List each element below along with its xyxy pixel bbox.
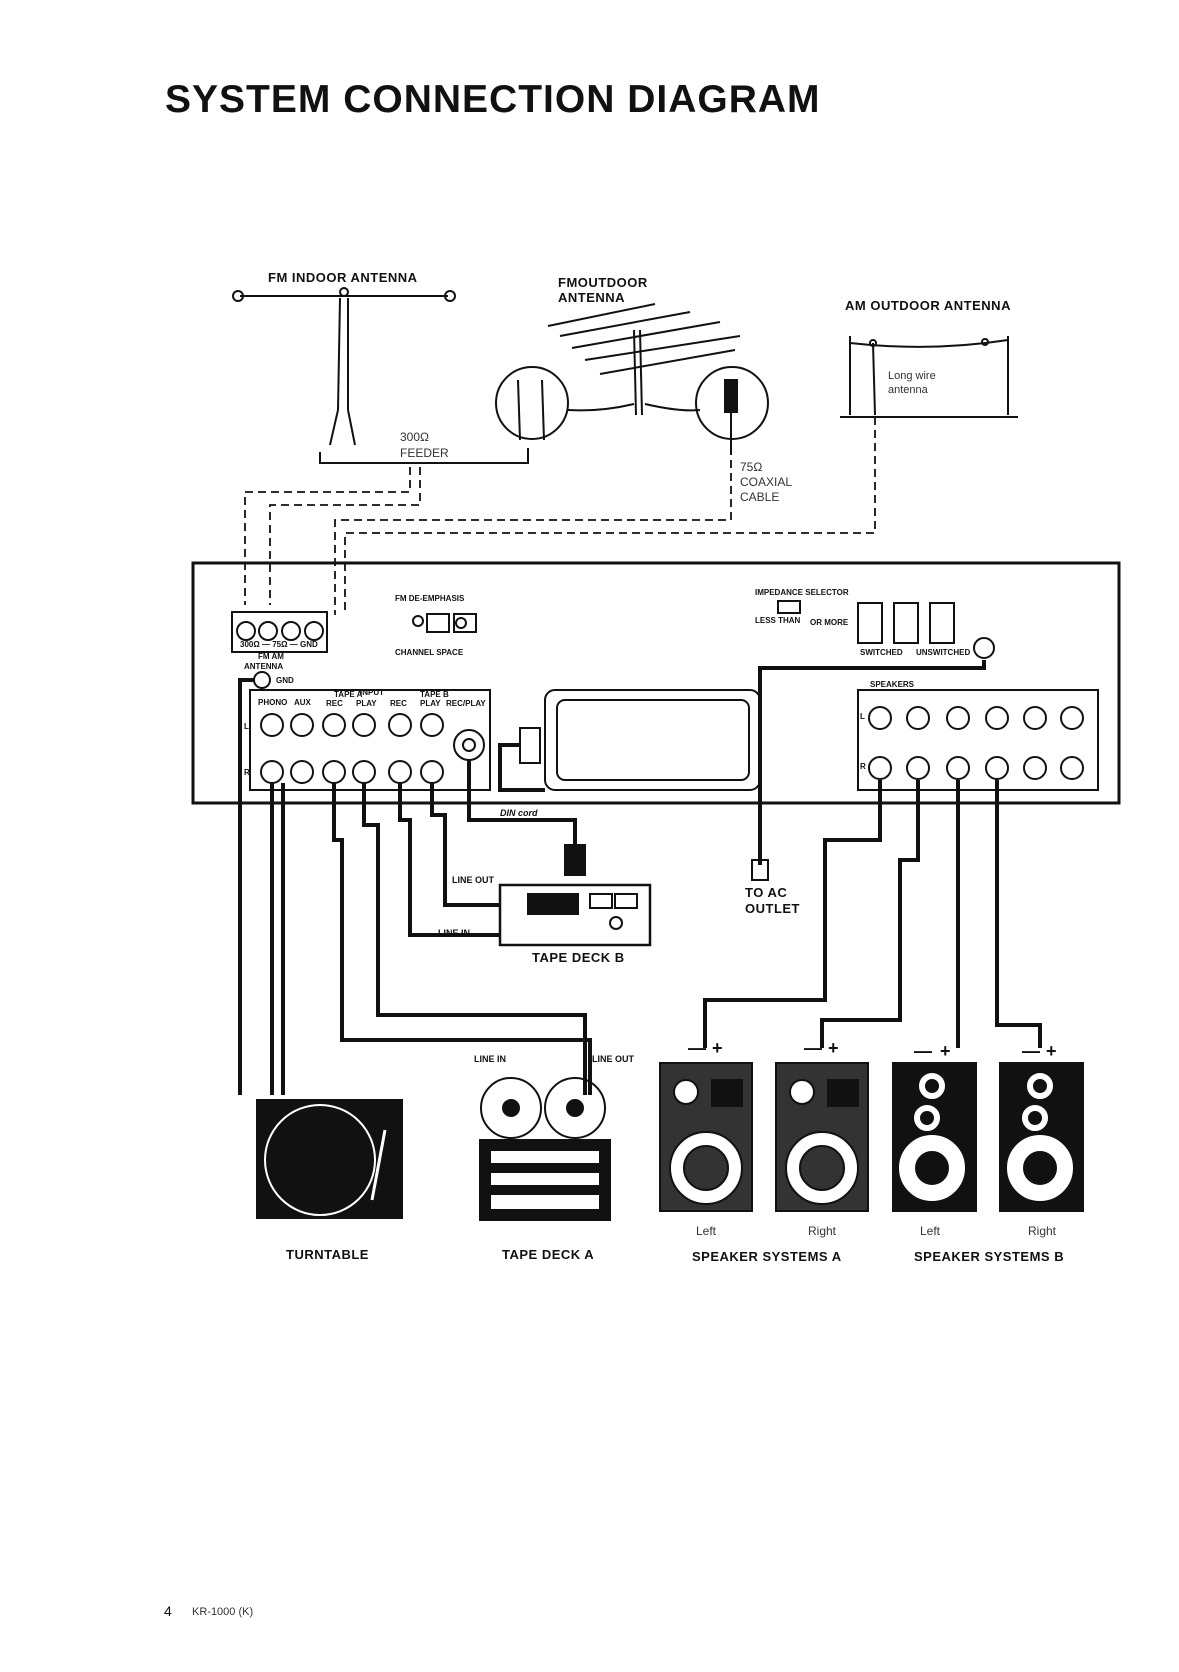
turntable-label: TURNTABLE bbox=[286, 1247, 369, 1262]
tape-deck-b bbox=[498, 883, 652, 947]
speaker-a-right-minus: — bbox=[804, 1038, 823, 1058]
coax-label-3: CABLE bbox=[740, 490, 780, 504]
fm-outdoor-antenna bbox=[495, 303, 769, 455]
tape-deck-b-label: TAPE DECK B bbox=[532, 950, 625, 965]
rec-label-a: REC bbox=[326, 699, 343, 708]
input-r-label: R bbox=[244, 768, 250, 777]
long-wire-label-1: Long wire bbox=[888, 370, 936, 382]
phono-label: PHONO bbox=[258, 698, 288, 707]
speaker-b-right-minus: — bbox=[1022, 1041, 1041, 1061]
tape-b-label: TAPE B bbox=[420, 690, 449, 699]
switched-label: SWITCHED bbox=[860, 648, 903, 657]
unswitched-label: UNSWITCHED bbox=[916, 648, 971, 657]
line-in-a-label: LINE IN bbox=[474, 1054, 507, 1064]
fm-deemphasis-label: FM DE-EMPHASIS bbox=[395, 594, 465, 603]
input-jacks bbox=[260, 713, 485, 784]
speaker-a-right-plus: + bbox=[828, 1038, 840, 1058]
turntable bbox=[256, 1099, 403, 1219]
less-than-label: LESS THAN bbox=[755, 616, 801, 625]
aux-label: AUX bbox=[294, 698, 311, 707]
speaker-b-left-label: Left bbox=[920, 1224, 941, 1238]
tape-a-label: TAPE A bbox=[334, 690, 363, 699]
speaker-r-label: R bbox=[860, 762, 866, 771]
audio-cables bbox=[238, 660, 1042, 1095]
input-label: INPUT bbox=[360, 688, 384, 697]
speaker-b-right-plus: + bbox=[1046, 1041, 1058, 1061]
speaker-b-right-label: Right bbox=[1028, 1224, 1057, 1238]
page-number: 4 bbox=[164, 1603, 172, 1619]
model-number: KR-1000 (K) bbox=[192, 1606, 254, 1618]
fm-indoor-antenna bbox=[232, 287, 529, 464]
coax-label-1: 75Ω bbox=[740, 460, 763, 474]
page-title: SYSTEM CONNECTION DIAGRAM bbox=[165, 78, 821, 121]
speaker-a-right-label: Right bbox=[808, 1224, 837, 1238]
antenna-terminals-label: 300Ω — 75Ω — GND bbox=[240, 640, 318, 649]
play-label-a: PLAY bbox=[356, 699, 377, 708]
ac-outlet-label-1: TO AC bbox=[745, 885, 788, 900]
speaker-b-left-minus: — bbox=[914, 1041, 933, 1061]
din-cord-label: DIN cord bbox=[500, 808, 538, 818]
am-outdoor-antenna bbox=[840, 336, 1018, 418]
tape-deck-a bbox=[479, 1077, 611, 1221]
fm-indoor-antenna-label: FM INDOOR ANTENNA bbox=[268, 270, 418, 285]
rec-label-b: REC bbox=[390, 699, 407, 708]
speaker-systems-a bbox=[659, 1062, 869, 1212]
feeder-label-2: FEEDER bbox=[400, 446, 449, 460]
line-out-a-label: LINE OUT bbox=[592, 1054, 634, 1064]
speaker-terminals bbox=[868, 706, 1084, 780]
speaker-systems-b-label: SPEAKER SYSTEMS B bbox=[914, 1249, 1065, 1264]
speaker-a-left-plus: + bbox=[712, 1038, 724, 1058]
speaker-a-left-minus: — bbox=[688, 1038, 707, 1058]
speaker-systems-b bbox=[892, 1062, 1084, 1212]
speaker-a-left-label: Left bbox=[696, 1224, 717, 1238]
receiver-rear-panel bbox=[191, 561, 1121, 805]
gnd-label: GND bbox=[276, 676, 294, 685]
speakers-label: SPEAKERS bbox=[870, 680, 915, 689]
speaker-b-left-plus: + bbox=[940, 1041, 952, 1061]
speaker-systems-a-label: SPEAKER SYSTEMS A bbox=[692, 1249, 842, 1264]
play-label-b: PLAY bbox=[420, 699, 441, 708]
ac-outlet-label-2: OUTLET bbox=[745, 901, 800, 916]
fm-am-label: FM AM bbox=[258, 652, 284, 661]
line-out-b-label: LINE OUT bbox=[452, 875, 494, 885]
fm-outdoor-antenna-label-1: FMOUTDOOR bbox=[558, 275, 648, 290]
antenna-leads bbox=[244, 417, 876, 615]
am-outdoor-antenna-label: AM OUTDOOR ANTENNA bbox=[845, 298, 1011, 313]
feeder-label-1: 300Ω bbox=[400, 430, 429, 444]
speaker-l-label: L bbox=[860, 712, 865, 721]
long-wire-label-2: antenna bbox=[888, 384, 928, 396]
rec-play-label: REC/PLAY bbox=[446, 699, 486, 708]
antenna-label: ANTENNA bbox=[244, 662, 284, 671]
channel-space-label: CHANNEL SPACE bbox=[395, 648, 464, 657]
or-more-label: OR MORE bbox=[810, 618, 849, 627]
input-l-label: L bbox=[244, 722, 249, 731]
line-in-b-label: LINE IN bbox=[438, 928, 471, 938]
coax-label-2: COAXIAL bbox=[740, 475, 793, 489]
tape-deck-a-label: TAPE DECK A bbox=[502, 1247, 595, 1262]
fm-outdoor-antenna-label-2: ANTENNA bbox=[558, 290, 626, 305]
impedance-selector-label: IMPEDANCE SELECTOR bbox=[755, 588, 849, 597]
